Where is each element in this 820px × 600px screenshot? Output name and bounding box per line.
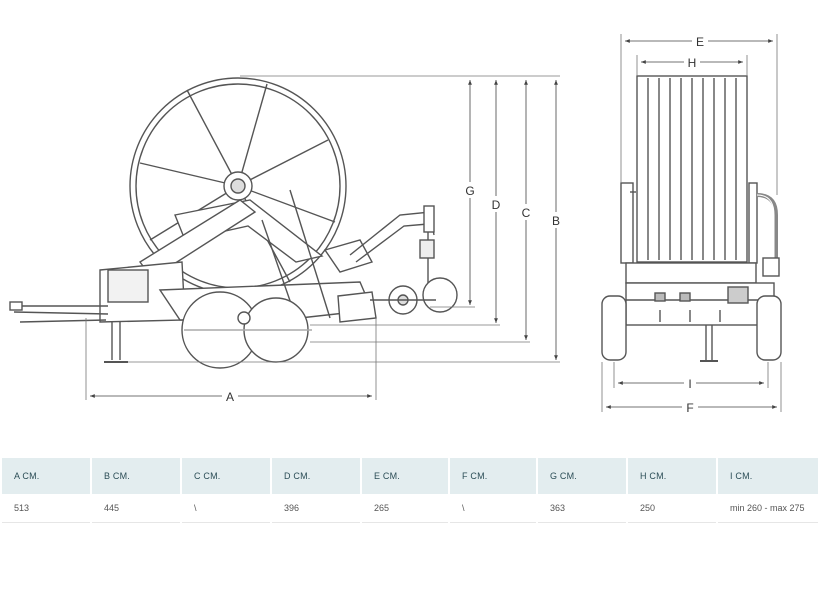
- dim-label-c: C: [522, 206, 531, 220]
- dim-label-g: G: [465, 184, 474, 198]
- value-g: 363: [538, 494, 626, 523]
- hose-reel-diagram: G D C B A: [9, 34, 782, 415]
- value-f: \: [450, 494, 536, 523]
- value-h: 250: [628, 494, 716, 523]
- value-e: 265: [362, 494, 448, 523]
- value-d: 396: [272, 494, 360, 523]
- side-wheels: [181, 291, 312, 369]
- header-h: H CM.: [628, 458, 716, 494]
- dim-label-f: F: [686, 401, 693, 415]
- rear-drum: [636, 75, 748, 263]
- dim-label-e: E: [696, 35, 704, 49]
- table-row: 513 445 \ 396 265 \ 363 250 min 260 - ma…: [2, 494, 818, 523]
- rear-wheel-right: [756, 295, 782, 361]
- header-d: D CM.: [272, 458, 360, 494]
- header-g: G CM.: [538, 458, 626, 494]
- rear-view: [601, 75, 782, 362]
- side-view: [9, 77, 458, 369]
- hose-carriage: [349, 205, 458, 315]
- value-a: 513: [2, 494, 90, 523]
- value-i: min 260 - max 275: [718, 494, 818, 523]
- header-a: A CM.: [2, 458, 90, 494]
- frame: [9, 189, 377, 363]
- value-b: 445: [92, 494, 180, 523]
- header-f: F CM.: [450, 458, 536, 494]
- dim-label-b: B: [552, 214, 560, 228]
- dim-label-d: D: [492, 198, 501, 212]
- header-b: B CM.: [92, 458, 180, 494]
- rear-wheel-left: [601, 295, 627, 361]
- table-header-row: A CM. B CM. C CM. D CM. E CM. F CM. G CM…: [2, 458, 818, 494]
- value-c: \: [182, 494, 270, 523]
- header-i: I CM.: [718, 458, 818, 494]
- header-e: E CM.: [362, 458, 448, 494]
- dim-label-h: H: [688, 56, 697, 70]
- dim-label-i: I: [688, 377, 691, 391]
- dim-label-a: A: [226, 390, 234, 404]
- dimensions-table: A CM. B CM. C CM. D CM. E CM. F CM. G CM…: [0, 458, 820, 523]
- header-c: C CM.: [182, 458, 270, 494]
